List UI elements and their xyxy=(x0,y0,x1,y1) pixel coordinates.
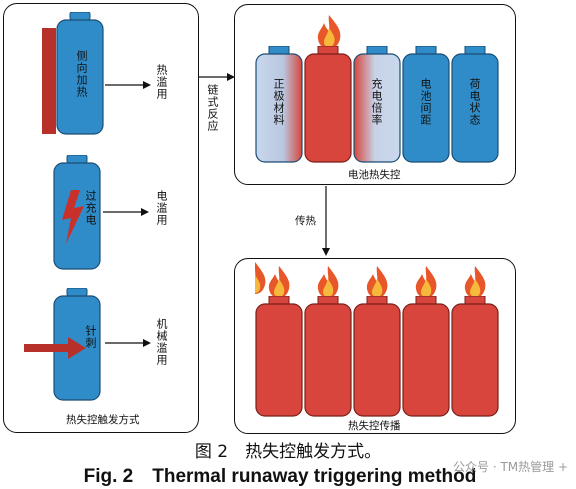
chain-reaction-label: 链式反应 xyxy=(206,84,219,132)
arrow-chain-reaction xyxy=(199,73,235,81)
trigger-label-nail: 针刺 xyxy=(84,325,97,349)
propagation-panel-title: 热失控传播 xyxy=(348,420,401,432)
abuse-label-thermal: 热滥用 xyxy=(155,64,168,100)
abuse-label-mechanical: 机械滥用 xyxy=(155,318,168,366)
heater-plate xyxy=(42,28,56,134)
watermark: 公众号 · TM热管理 + xyxy=(453,460,568,474)
factor-charge-rate: 充电倍率 xyxy=(370,78,383,126)
factor-cell-spacing: 电池间距 xyxy=(419,78,432,126)
figure-caption-cn: 图 2 热失控触发方式。 xyxy=(194,442,382,462)
heat-transfer-label: 传热 xyxy=(295,215,316,227)
abuse-label-electrical: 电滥用 xyxy=(155,190,168,226)
figure-caption-en: Fig. 2 Thermal runaway triggering method xyxy=(83,466,477,487)
flame-icon xyxy=(317,15,341,49)
battery-row-runaway xyxy=(255,46,499,163)
lightning-icon xyxy=(62,190,84,244)
trigger-label-side-heating: 侧向加热 xyxy=(75,50,88,98)
nail-arrow-icon xyxy=(24,337,86,359)
arrow-electrical xyxy=(103,208,149,216)
factor-cathode-material: 正极材料 xyxy=(272,78,285,126)
arrow-thermal xyxy=(105,81,151,89)
thermal-runaway-panel-title: 电池热失控 xyxy=(348,169,401,181)
factor-state-of-charge: 荷电状态 xyxy=(468,78,481,126)
arrow-heat-transfer xyxy=(322,186,330,256)
propagation-flames-and-cells xyxy=(255,262,486,298)
trigger-label-overcharge: 过充电 xyxy=(84,190,97,226)
battery-row-propagation xyxy=(255,296,499,417)
trigger-panel-title: 热失控触发方式 xyxy=(66,414,140,426)
battery-side-heating xyxy=(56,12,104,135)
arrow-mechanical xyxy=(105,339,151,347)
